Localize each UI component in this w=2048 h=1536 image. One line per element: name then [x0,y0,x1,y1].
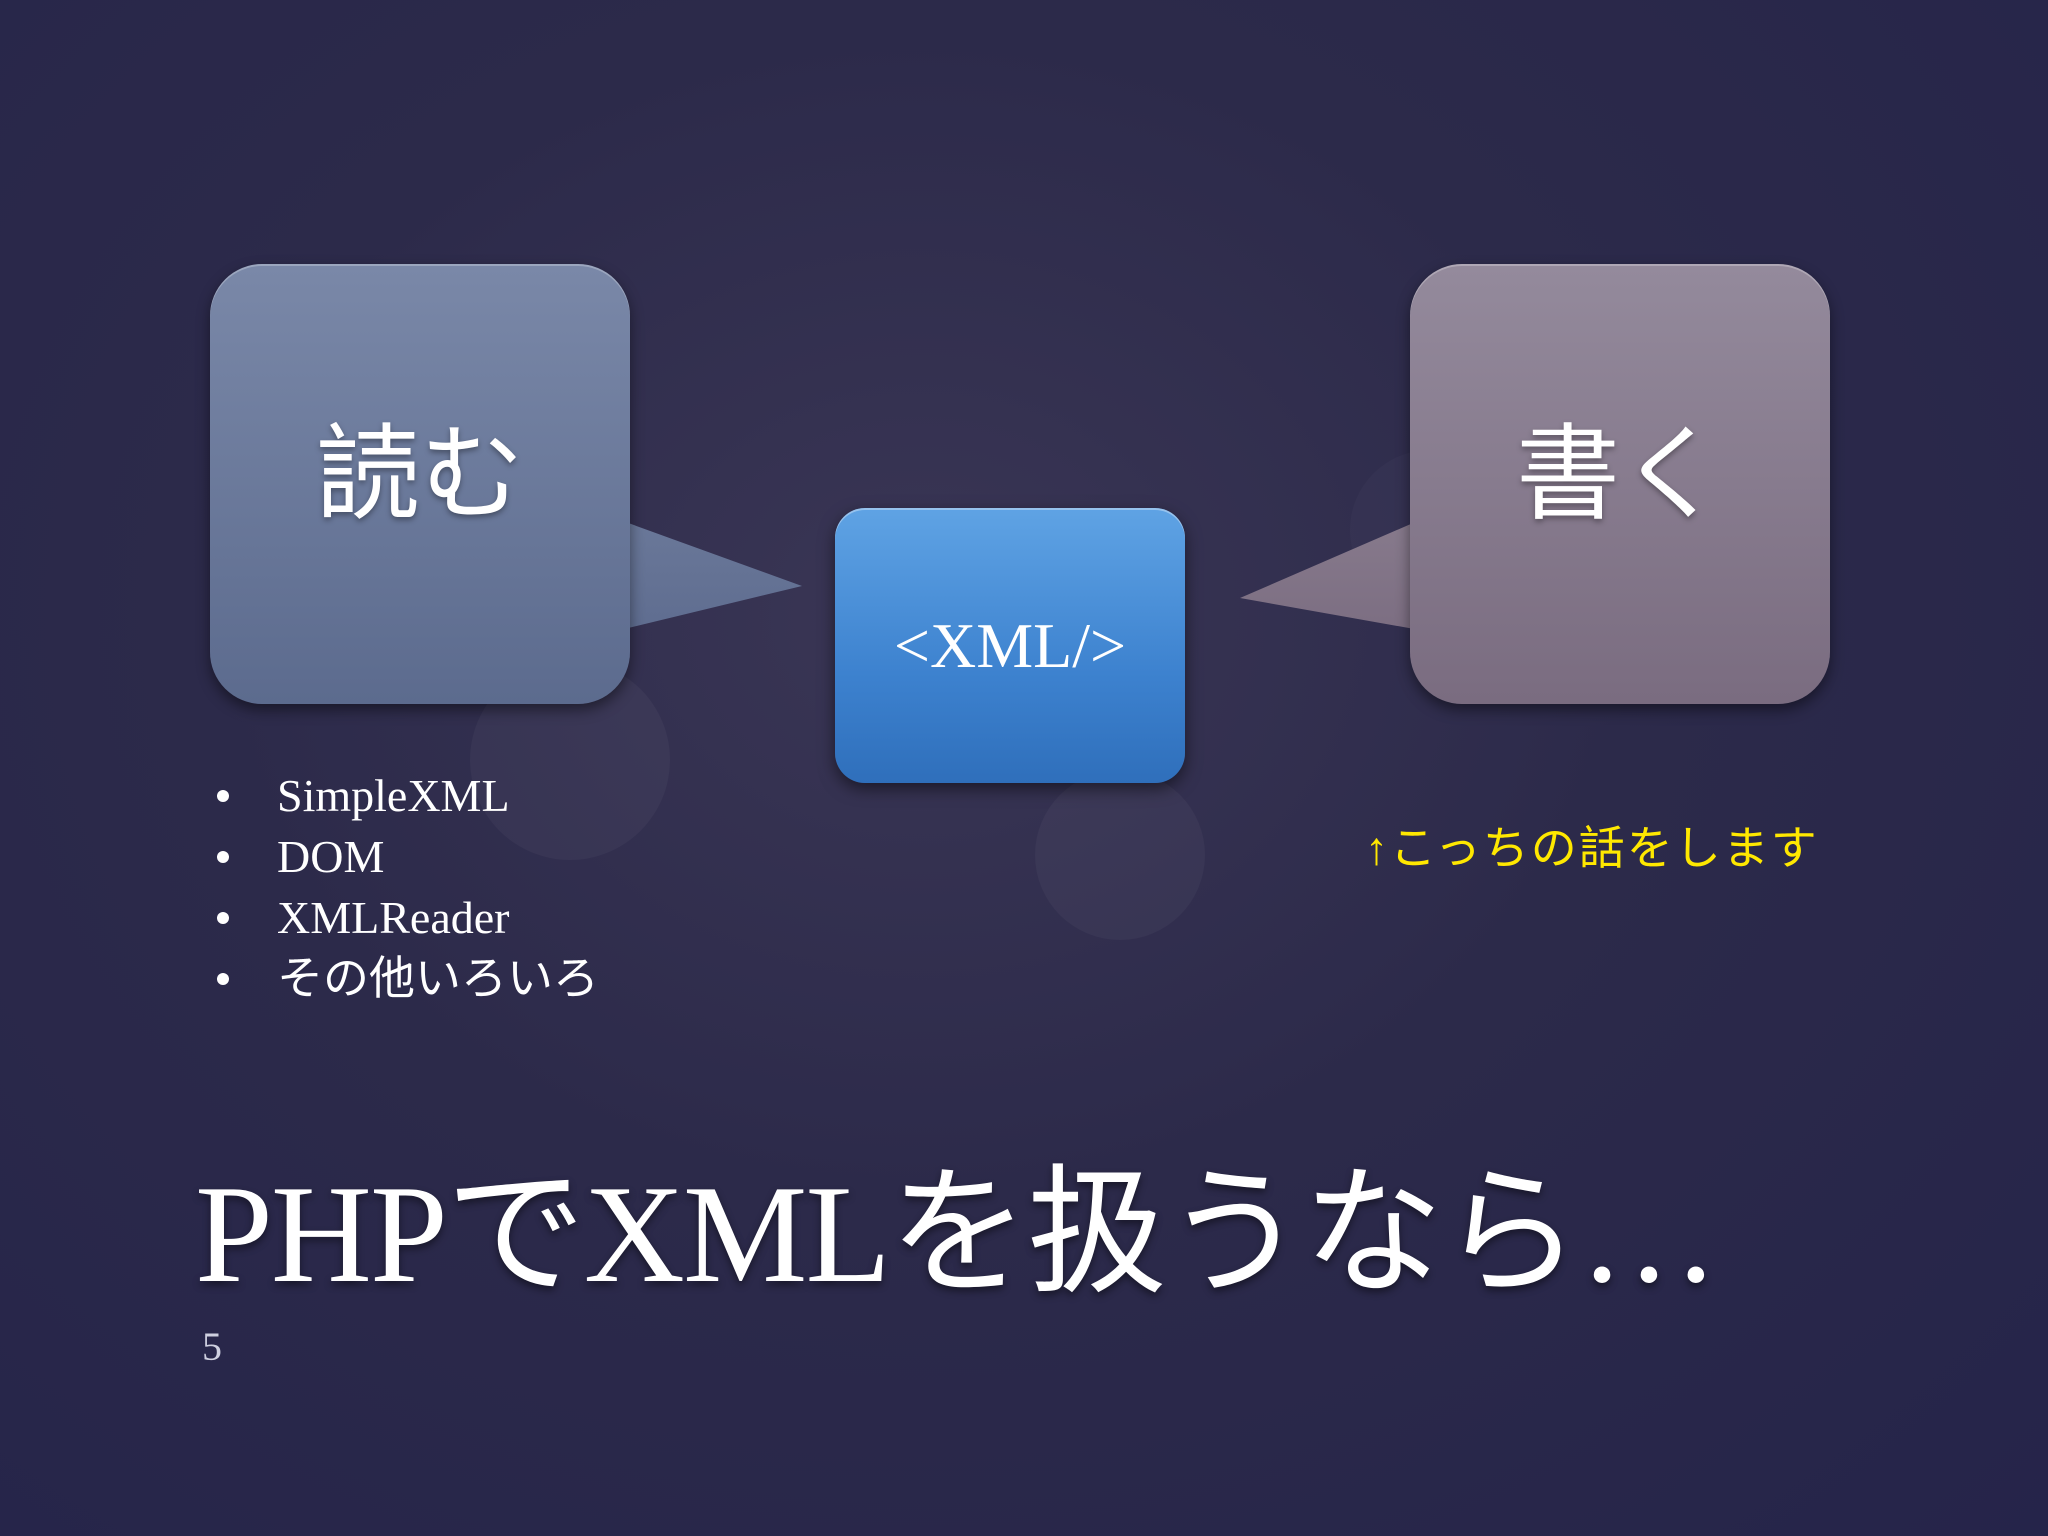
bullet-icon [217,911,229,924]
note-text: ↑こっちの話をします [1365,823,1819,874]
read-label: 読む [315,417,524,533]
list-item-label: DOM [277,831,385,882]
write-label: 書く [1515,417,1724,533]
read-callout: 読む [210,264,630,704]
bullet-icon [217,972,229,985]
reader-list: SimpleXML DOM XMLReader その他いろいろ [205,765,599,1009]
background-bokeh [1035,770,1205,940]
list-item-label: その他いろいろ [277,953,599,1004]
bullet-icon [217,789,229,802]
list-item-label: XMLReader [277,892,510,943]
list-item: その他いろいろ [205,948,599,1009]
read-callout-tail [620,520,802,630]
bullet-icon [217,850,229,863]
write-callout: 書く [1410,264,1830,704]
xml-box: <XML/> [835,508,1185,783]
page-number: 5 [202,1324,222,1369]
list-item: DOM [205,826,599,887]
xml-label: <XML/> [893,609,1127,681]
write-callout-tail [1240,520,1420,630]
list-item-label: SimpleXML [277,770,510,821]
list-item: XMLReader [205,887,599,948]
slide-title: PHPでXMLを扱うなら… [195,1157,1719,1312]
list-item: SimpleXML [205,765,599,826]
